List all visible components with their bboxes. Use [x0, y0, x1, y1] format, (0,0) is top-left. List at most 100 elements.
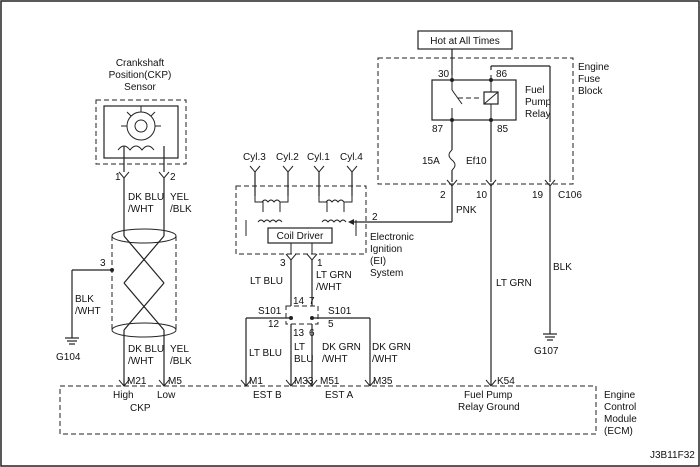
ecm-wire-4a: DK GRN [372, 342, 411, 353]
ecm-wire-3b: /WHT [322, 354, 348, 365]
relay-pin-86: 86 [496, 69, 508, 80]
coil-pack-right [325, 199, 345, 203]
ecm-wire-1: LT BLU [249, 348, 282, 359]
shield-pin-3: 3 [100, 258, 106, 269]
ckp-pin-1: 1 [115, 172, 121, 183]
coil-driver-label: Coil Driver [277, 231, 324, 242]
relay-pin-87: 87 [432, 124, 444, 135]
splice-right-pin-7: 7 [309, 296, 315, 307]
ground-g107: G107 [534, 346, 559, 357]
lt-grn-fuel-wire-label: LT GRN [496, 278, 532, 289]
ecm-pin-m1: M1 [249, 376, 263, 387]
coil-pack-left [261, 199, 281, 203]
coil-cyl2-label: Cyl.2 [276, 152, 299, 163]
relay-switch [451, 89, 463, 105]
ei-wire-lt-blu: LT BLU [250, 276, 283, 287]
ckp-pin-2: 2 [170, 172, 176, 183]
engine-fuse-block [377, 57, 574, 185]
ckp-sensor-label-3: Sensor [124, 82, 156, 93]
ecm-pin-m5: M5 [168, 376, 182, 387]
splice-right-name: S101 [328, 306, 352, 317]
ckp-wire-left-bottom-1: DK BLU [128, 344, 164, 355]
ecm-wire-2b: BLU [294, 354, 313, 365]
ecm-est-b: EST B [253, 390, 282, 401]
ei-wire-lt-grn-2: /WHT [316, 282, 342, 293]
ckp-wire-right-bottom-2: /BLK [170, 356, 192, 367]
pnk-wire-label: PNK [456, 205, 477, 216]
ecm-est-a: EST A [325, 390, 353, 401]
ckp-sensor-box [95, 99, 187, 165]
c106-pin-19: 19 [532, 190, 544, 201]
ecm-pin-m35: M35 [373, 376, 393, 387]
ei-label-2: Ignition [370, 244, 402, 255]
splice-left-pin-12: 12 [268, 319, 280, 330]
ecm-label-3: Module [604, 414, 637, 425]
ecm-fuel-pump-label-1: Fuel Pump [464, 390, 513, 401]
ckp-wire-right-top-2: /BLK [170, 204, 192, 215]
relay-label-3: Relay [525, 109, 551, 120]
ground-g104: G104 [56, 352, 81, 363]
ecm-label-4: (ECM) [604, 426, 633, 437]
splice-s101 [285, 305, 319, 325]
ecm-wire-4b: /WHT [372, 354, 398, 365]
ei-system-box [235, 185, 367, 255]
splice-left-pin-14: 14 [293, 296, 305, 307]
ecm-pin-m21: M21 [127, 376, 147, 387]
ecm-pin-m51: M51 [320, 376, 340, 387]
ecm-pin-k54: K54 [497, 376, 515, 387]
ckp-wire-right-top-1: YEL [170, 192, 189, 203]
shield-top [111, 228, 177, 244]
ckp-sensor-label-1: Crankshaft [116, 58, 165, 69]
ei-label-4: System [370, 268, 403, 279]
fuse-block-label-1: Engine [578, 62, 610, 73]
coil-driver-box [267, 227, 333, 244]
ei-pin-3: 3 [280, 258, 286, 269]
c106-pin-2: 2 [440, 190, 446, 201]
ckp-wire-right-bottom-1: YEL [170, 344, 189, 355]
ecm-wire-3a: DK GRN [322, 342, 361, 353]
c106-label: C106 [558, 190, 582, 201]
shield-wire-2: /WHT [75, 306, 101, 317]
ei-pin-2: 2 [372, 212, 378, 223]
ecm-label-2: Control [604, 402, 636, 413]
coil-cyl4-label: Cyl.4 [340, 152, 363, 163]
fuse-id: Ef10 [466, 156, 487, 167]
ckp-wire-left-top-2: /WHT [128, 204, 154, 215]
ckp-wire-left-top-1: DK BLU [128, 192, 164, 203]
ecm-pin-m33: M33 [294, 376, 314, 387]
relay-pin-85: 85 [497, 124, 509, 135]
coil-cyl3-label: Cyl.3 [243, 152, 266, 163]
shield-bottom [111, 322, 177, 338]
ecm-ckp-low: Low [157, 390, 176, 401]
fuse-block-label-3: Block [578, 86, 603, 97]
splice-right-pin-5: 5 [328, 319, 334, 330]
ei-pin-1: 1 [317, 258, 323, 269]
fuse-rating: 15A [422, 156, 440, 167]
ecm-box [59, 385, 597, 435]
coil-cyl1-label: Cyl.1 [307, 152, 330, 163]
fuse-ef10 [448, 149, 456, 171]
ecm-ckp-high: High [113, 390, 134, 401]
relay-label-2: Pump [525, 97, 552, 108]
ecm-ckp-label: CKP [130, 403, 151, 414]
fuse-block-label-2: Fuse [578, 74, 601, 85]
figure-code: J3B11F32 [650, 450, 695, 461]
ckp-sensor-label-2: Position(CKP) [109, 70, 172, 81]
c106-pin-10: 10 [476, 190, 488, 201]
ei-label-3: (EI) [370, 256, 386, 267]
power-source-box [417, 30, 513, 50]
splice-left-name: S101 [258, 306, 282, 317]
shield-wire-1: BLK [75, 294, 94, 305]
ei-wire-lt-grn-1: LT GRN [316, 270, 352, 281]
ecm-fuel-pump-label-2: Relay Ground [458, 402, 520, 413]
splice-left-pin-13: 13 [293, 328, 305, 339]
fuel-pump-relay [431, 79, 517, 121]
ecm-label-1: Engine [604, 390, 636, 401]
blk-wire-label: BLK [553, 262, 572, 273]
ecm-wire-2a: LT [294, 342, 305, 353]
relay-label-1: Fuel [525, 85, 544, 96]
ckp-wire-left-bottom-2: /WHT [128, 356, 154, 367]
relay-pin-30: 30 [438, 69, 450, 80]
